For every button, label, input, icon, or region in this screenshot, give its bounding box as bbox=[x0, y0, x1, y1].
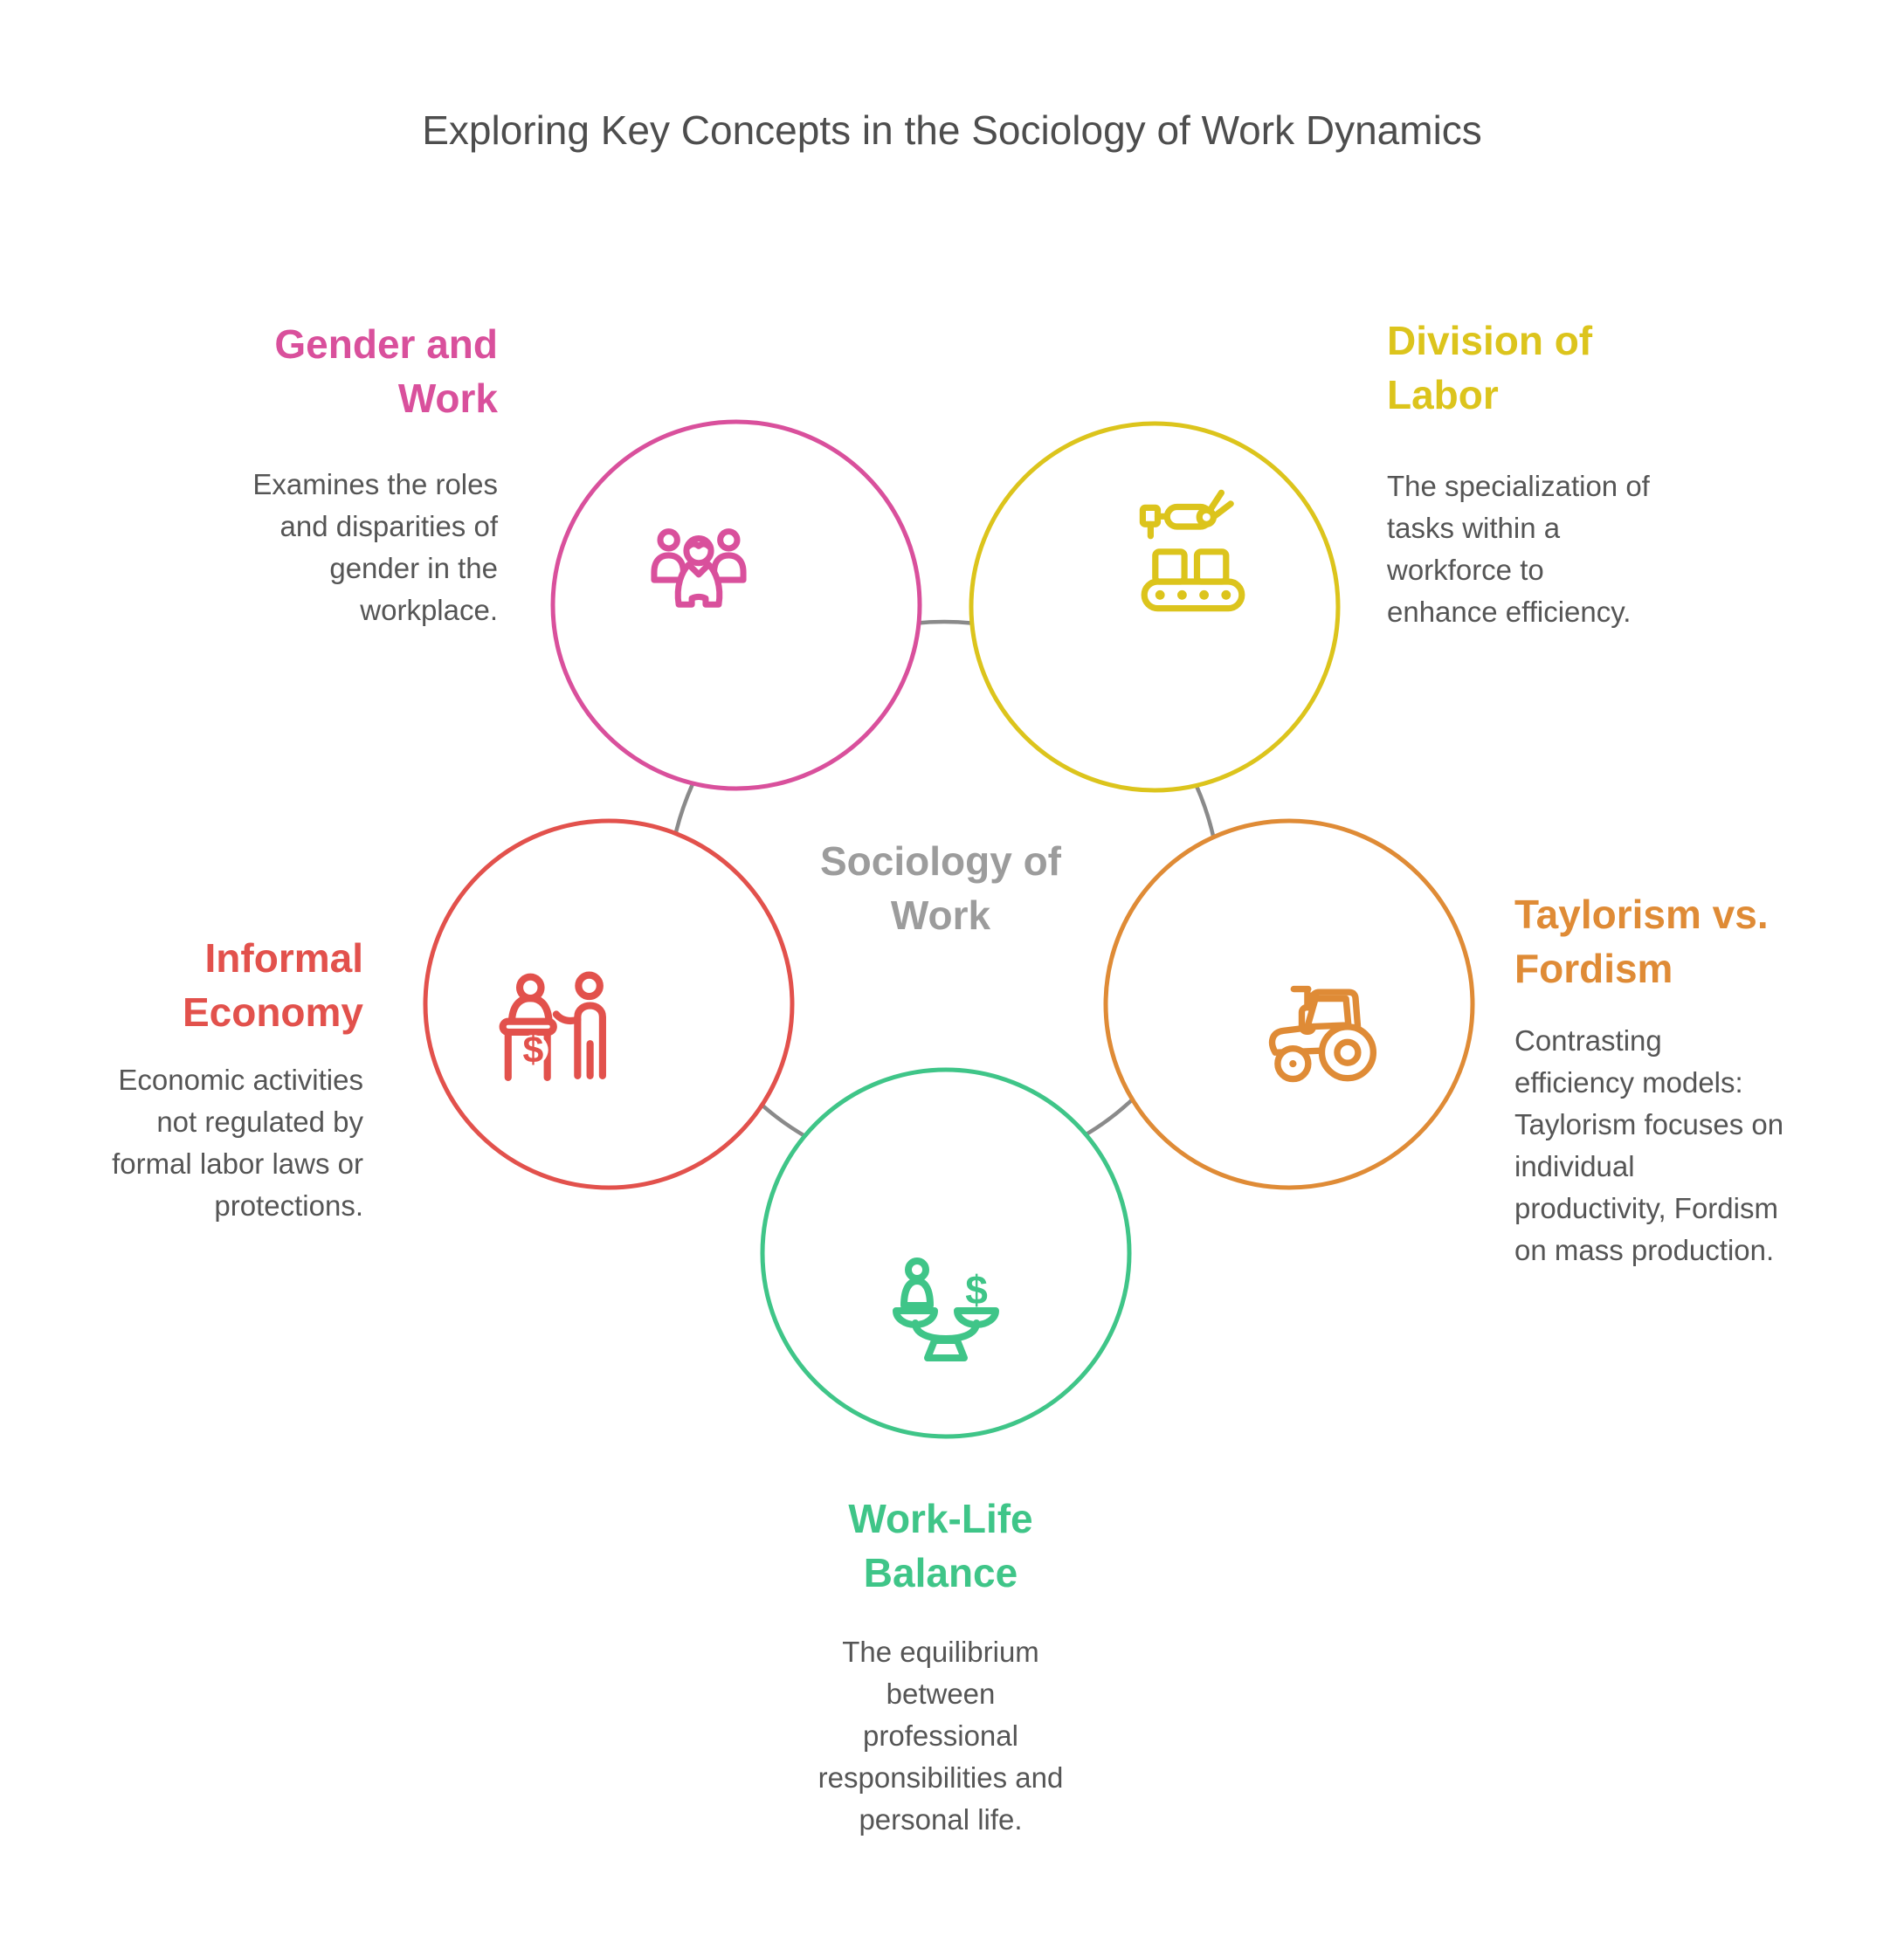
section-title-line: Taylorism vs. bbox=[1514, 892, 1769, 937]
center-label-line: Work bbox=[890, 892, 991, 938]
section-desc-informal-economy: Economic activities not regulated by for… bbox=[112, 1059, 363, 1227]
desc-line: between bbox=[886, 1678, 996, 1710]
desc-line: productivity, Fordism bbox=[1514, 1192, 1778, 1224]
desc-line: and disparities of bbox=[279, 510, 498, 542]
gender-and-work-circle bbox=[550, 419, 922, 791]
dollar-sign-icon: $ bbox=[965, 1267, 988, 1313]
mask-circle bbox=[762, 1070, 1129, 1437]
section-title-line: Division of bbox=[1387, 318, 1593, 363]
desc-line: Taylorism focuses on bbox=[1514, 1108, 1784, 1140]
taylorism-fordism-circle bbox=[1103, 818, 1475, 1190]
section-title-work-life-balance: Work-Life Balance bbox=[848, 1492, 1032, 1600]
desc-line: formal labor laws or bbox=[112, 1147, 363, 1180]
desc-line: enhance efficiency. bbox=[1387, 596, 1632, 628]
desc-line: protections. bbox=[214, 1189, 363, 1222]
section-desc-work-life-balance: The equilibrium between professional res… bbox=[818, 1631, 1064, 1841]
mask-circle bbox=[553, 422, 920, 789]
section-title-line: Informal bbox=[204, 935, 363, 981]
tractor-icon bbox=[1268, 985, 1377, 1083]
section-title-taylorism-fordism: Taylorism vs. Fordism bbox=[1514, 887, 1769, 996]
section-title-line: Gender and bbox=[274, 321, 498, 367]
conveyor-rollers bbox=[1155, 589, 1231, 600]
desc-line: gender in the bbox=[329, 552, 498, 584]
vendor-exchange-icon: $ bbox=[499, 971, 606, 1081]
desc-line: tasks within a bbox=[1387, 512, 1561, 544]
desc-line: personal life. bbox=[859, 1803, 1023, 1836]
front-wheel-hub bbox=[1289, 1059, 1297, 1068]
section-title-gender-and-work: Gender and Work bbox=[274, 317, 498, 425]
desc-line: on mass production. bbox=[1514, 1234, 1775, 1266]
desc-line: professional bbox=[863, 1719, 1018, 1752]
people-group-icon bbox=[651, 528, 747, 608]
page-title: Exploring Key Concepts in the Sociology … bbox=[422, 107, 1482, 153]
section-title-line: Work-Life bbox=[848, 1496, 1033, 1541]
section-title-line: Balance bbox=[863, 1550, 1018, 1595]
section-title-line: Work bbox=[397, 376, 498, 421]
desc-line: Contrasting bbox=[1514, 1024, 1662, 1057]
informal-economy-circle bbox=[423, 818, 795, 1190]
section-title-division-of-labor: Division of Labor bbox=[1387, 313, 1592, 422]
desc-line: Economic activities bbox=[118, 1064, 363, 1096]
section-title-line: Economy bbox=[182, 989, 363, 1035]
desc-line: The equilibrium bbox=[842, 1636, 1039, 1668]
desc-line: not regulated by bbox=[156, 1106, 363, 1138]
dollar-sign-icon: $ bbox=[522, 1030, 543, 1071]
desc-line: responsibilities and bbox=[817, 1761, 1064, 1794]
division-of-labor-circle bbox=[969, 421, 1341, 793]
desc-line: efficiency models: bbox=[1514, 1066, 1743, 1099]
desc-line: The specialization of bbox=[1387, 470, 1650, 502]
desc-line: individual bbox=[1514, 1150, 1635, 1182]
conveyor-robot-icon bbox=[1139, 489, 1245, 612]
section-desc-gender-and-work: Examines the roles and disparities of ge… bbox=[252, 464, 498, 631]
section-desc-division-of-labor: The specialization of tasks within a wor… bbox=[1387, 465, 1650, 633]
desc-line: workplace. bbox=[360, 594, 498, 626]
section-title-informal-economy: Informal Economy bbox=[183, 931, 363, 1039]
mask-circle bbox=[425, 821, 792, 1188]
section-title-line: Fordism bbox=[1514, 946, 1673, 991]
balance-scale-icon: $ bbox=[893, 1257, 999, 1361]
desc-line: Examines the roles bbox=[252, 468, 498, 500]
center-label: Sociology of Work bbox=[820, 834, 1061, 942]
work-life-balance-circle bbox=[760, 1067, 1132, 1439]
center-label-line: Sociology of bbox=[820, 838, 1061, 884]
section-title-line: Labor bbox=[1387, 372, 1499, 417]
mask-circle bbox=[1106, 821, 1473, 1188]
desc-line: workforce to bbox=[1387, 554, 1544, 586]
section-desc-taylorism-fordism: Contrasting efficiency models: Taylorism… bbox=[1514, 1020, 1783, 1271]
